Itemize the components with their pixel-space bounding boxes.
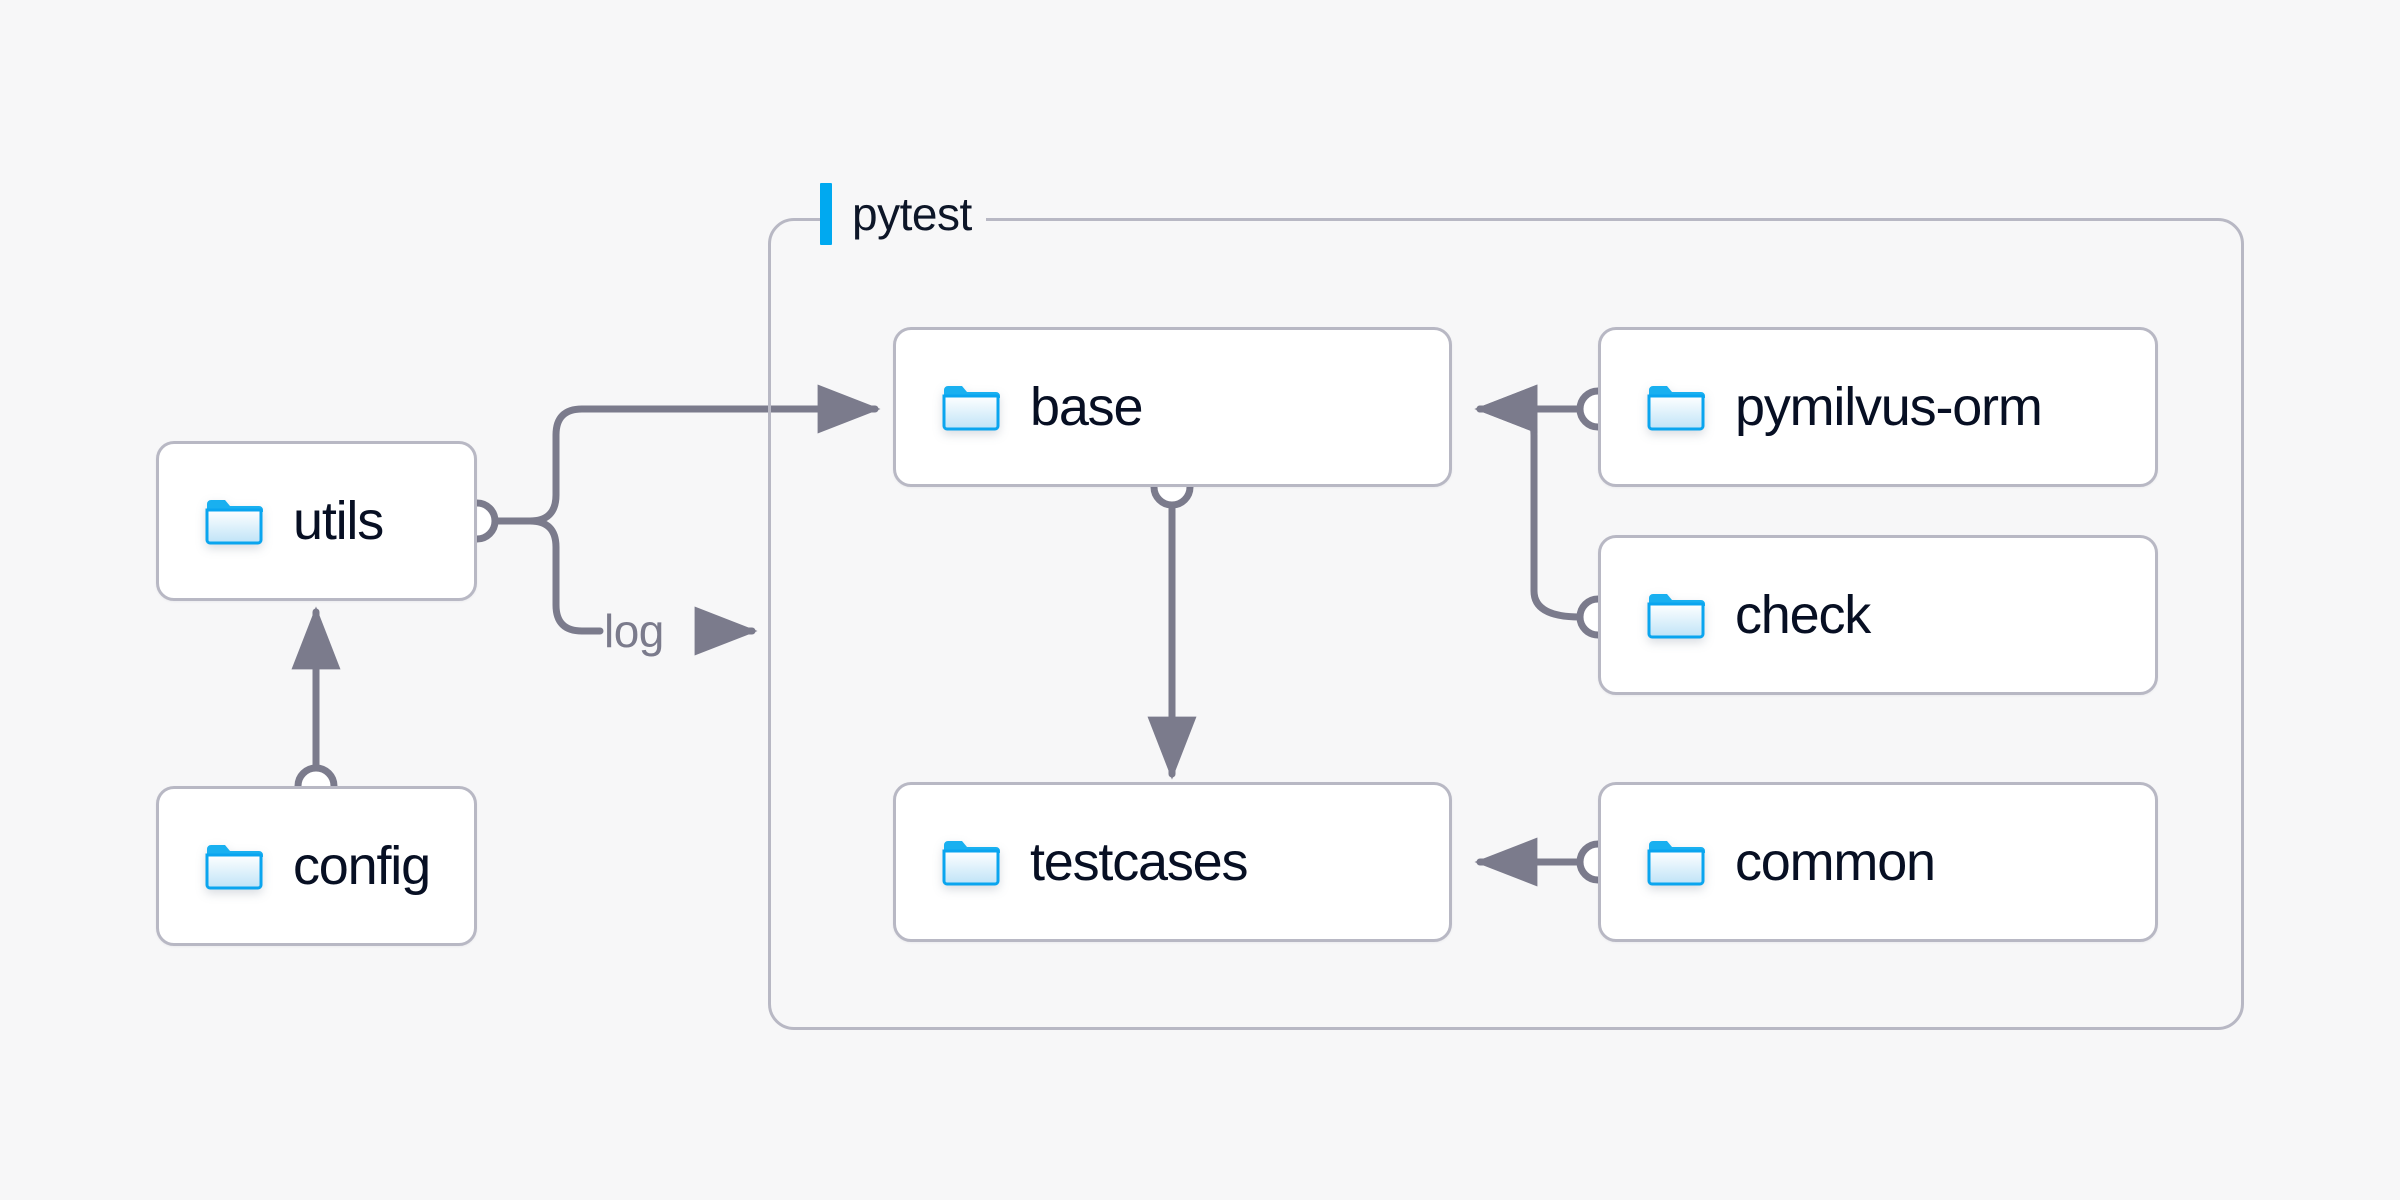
node-pymilvus-orm-label: pymilvus-orm [1735, 377, 2043, 437]
node-base[interactable]: base [893, 327, 1452, 487]
node-utils[interactable]: utils [156, 441, 477, 601]
node-utils-label: utils [293, 491, 384, 551]
group-pytest-label: pytest [820, 182, 986, 246]
group-accent-bar [820, 183, 832, 245]
node-config-label: config [293, 836, 431, 896]
folder-icon [1647, 383, 1705, 431]
folder-icon [205, 842, 263, 890]
folder-icon [205, 497, 263, 545]
node-check[interactable]: check [1598, 535, 2158, 695]
folder-icon [1647, 838, 1705, 886]
edge-label-log: log [604, 605, 664, 657]
folder-icon [942, 383, 1000, 431]
folder-icon [942, 838, 1000, 886]
group-pytest-title: pytest [852, 188, 972, 240]
node-config[interactable]: config [156, 786, 477, 946]
node-pymilvus-orm[interactable]: pymilvus-orm [1598, 327, 2158, 487]
folder-icon [1647, 591, 1705, 639]
node-check-label: check [1735, 585, 1871, 645]
node-testcases-label: testcases [1030, 832, 1249, 892]
node-testcases[interactable]: testcases [893, 782, 1452, 942]
edge-config-to-utils [291, 606, 341, 808]
node-common[interactable]: common [1598, 782, 2158, 942]
node-common-label: common [1735, 832, 1936, 892]
node-base-label: base [1030, 377, 1144, 437]
group-pytest [768, 218, 2244, 1030]
